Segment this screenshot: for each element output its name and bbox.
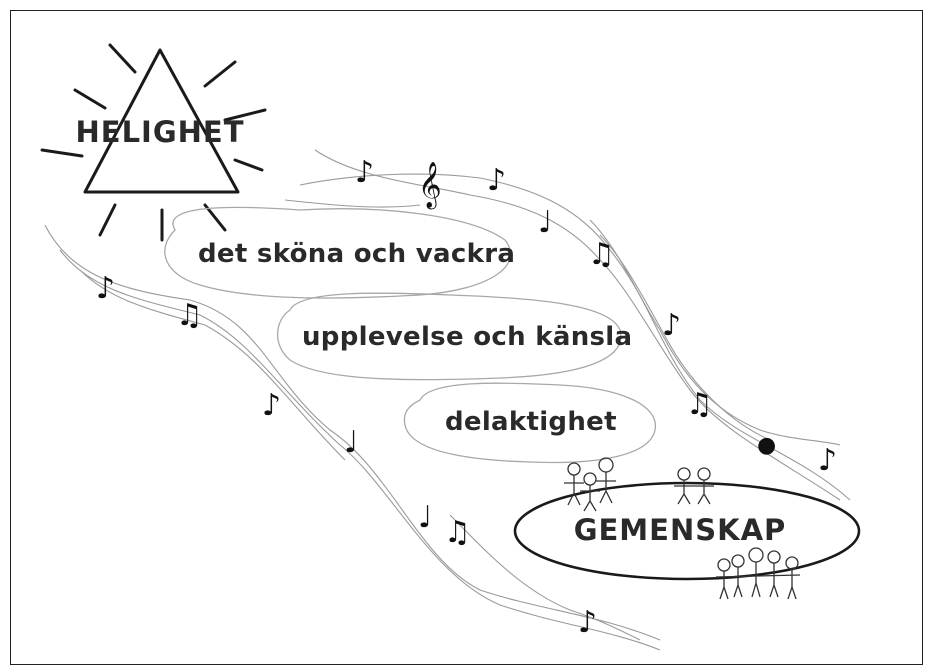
step-2-label: upplevelse och känsla <box>302 322 632 352</box>
music-notes: ♪ 𝄞 ♪ ♩ ♫ ♪ ♫ ● ♪ ♪ ♫ ♪ ♩ ♩ ♫ ♪ <box>96 155 837 640</box>
music-note-icon: ♪ <box>262 388 281 423</box>
triangle-label: HELIGHET <box>75 115 244 149</box>
music-note-icon: ♩ <box>538 205 552 240</box>
music-note-icon: ♫ <box>588 237 615 272</box>
people-group-icon <box>715 547 801 600</box>
holiness-triangle <box>83 48 240 194</box>
music-note-icon: ♫ <box>444 515 471 550</box>
river-lines <box>44 149 851 651</box>
music-note-icon: ● <box>757 433 776 458</box>
music-note-icon: ♪ <box>662 308 681 343</box>
people-group-icon <box>674 467 714 505</box>
music-note-icon: ♪ <box>487 163 506 198</box>
music-note-icon: ♫ <box>686 387 713 422</box>
step-1-label: det sköna och vackra <box>198 239 515 269</box>
step-3-label: delaktighet <box>445 407 617 437</box>
music-note-icon: ♪ <box>355 155 374 190</box>
treble-clef-icon: 𝄞 <box>418 162 442 210</box>
music-note-icon: ♫ <box>176 298 203 333</box>
music-note-icon: ♩ <box>344 425 358 460</box>
community-label: GEMENSKAP <box>574 513 787 547</box>
step-clouds <box>164 206 656 464</box>
music-note-icon: ♪ <box>578 605 597 640</box>
community-ellipse <box>513 481 861 581</box>
sun-rays <box>40 43 267 242</box>
people-group-icon <box>564 457 616 512</box>
music-note-icon: ♪ <box>96 271 115 306</box>
music-note-icon: ♩ <box>418 500 432 535</box>
music-note-icon: ♪ <box>818 443 837 478</box>
